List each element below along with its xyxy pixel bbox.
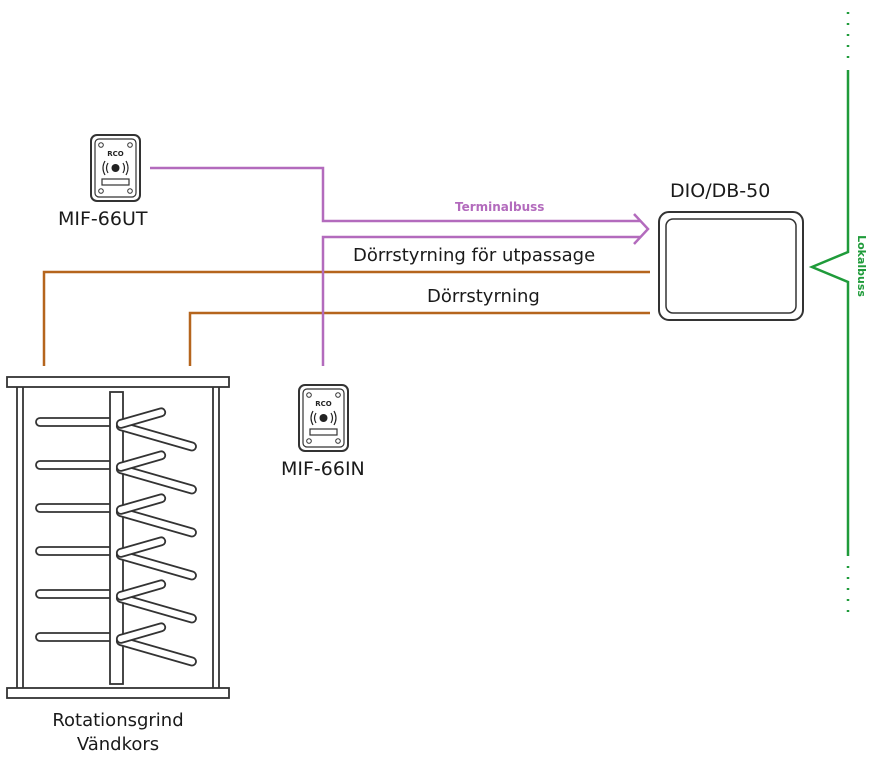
controller-label: DIO/DB-50 (670, 180, 771, 202)
turnstile-arms (35, 417, 121, 642)
terminal-bus-label: Terminalbuss (455, 200, 545, 214)
turnstile-diagonal-arms (115, 407, 197, 667)
contactless-icon (102, 160, 129, 176)
reader-out-label: MIF-66UT (58, 208, 148, 230)
reader-in: RCO (298, 384, 349, 452)
local-bus-label: Lokalbuss (855, 235, 868, 297)
reader-in-brand: RCO (315, 400, 332, 408)
door-control-exit-label: Dörrstyrning för utpassage (353, 245, 596, 266)
turnstile-label-line1: Rotationsgrind (52, 710, 184, 731)
terminal-bus-line (150, 166, 650, 366)
reader-out: RCO (90, 134, 141, 202)
controller-box (658, 211, 804, 321)
turnstile-label-line2: Vändkors (76, 734, 160, 755)
turnstile (6, 376, 230, 699)
door-control-exit-line (42, 270, 650, 366)
door-control-line (188, 311, 650, 366)
door-control-label: Dörrstyrning (427, 286, 540, 307)
local-bus-line (808, 12, 850, 618)
reader-out-brand: RCO (107, 150, 124, 158)
reader-in-label: MIF-66IN (281, 458, 365, 480)
contactless-icon (310, 410, 337, 426)
